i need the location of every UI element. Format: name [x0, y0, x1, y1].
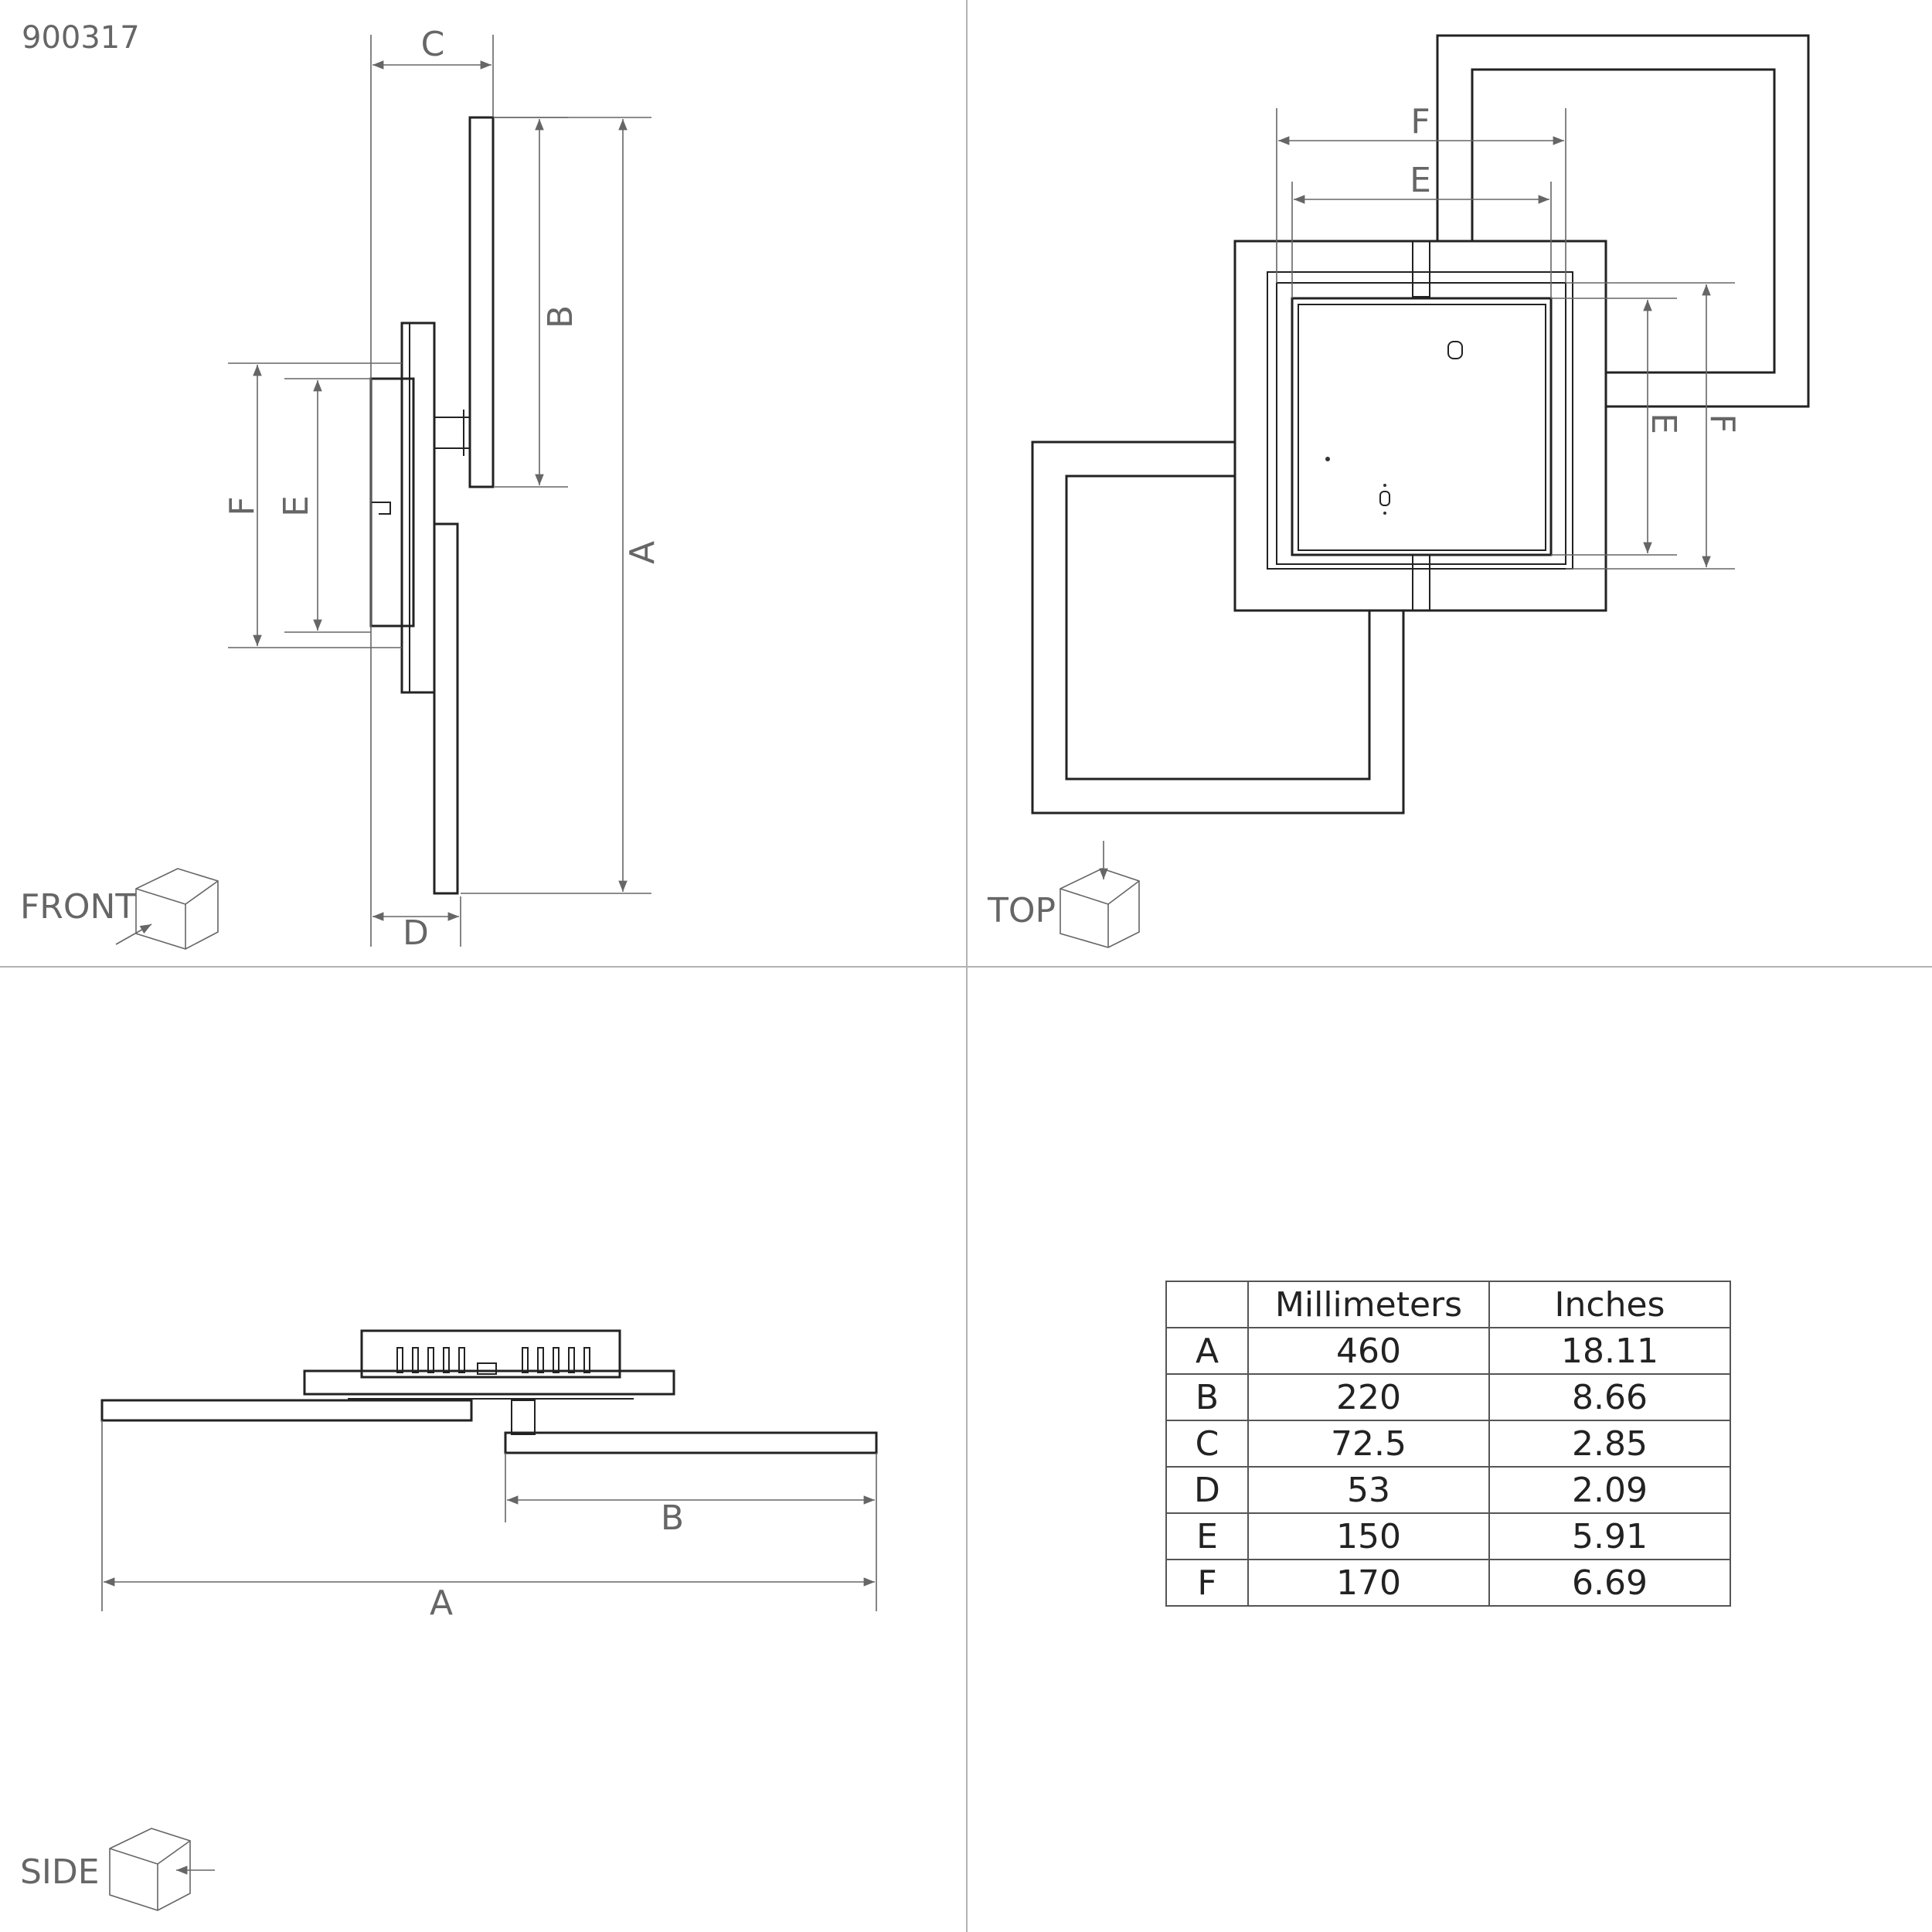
row-in: 2.85: [1488, 1420, 1731, 1468]
row-mm: 170: [1247, 1559, 1490, 1607]
table-row: F 170 6.69: [1165, 1559, 1731, 1607]
dim-label-d: D: [403, 913, 429, 953]
dim-label-b: B: [541, 305, 580, 328]
row-mm: 220: [1247, 1373, 1490, 1421]
top-dim-label-e-vertical: E: [1644, 413, 1683, 434]
row-mm: 460: [1247, 1327, 1490, 1375]
table-header-millimeters: Millimeters: [1247, 1281, 1490, 1328]
row-mm: 72.5: [1247, 1420, 1490, 1468]
front-view: C D B A F E FRONT: [20, 25, 662, 953]
table-header-inches: Inches: [1488, 1281, 1731, 1328]
view-cube-icon: [135, 868, 219, 950]
row-letter: C: [1165, 1420, 1249, 1468]
table-row: E 150 5.91: [1165, 1512, 1731, 1560]
dim-label-c: C: [421, 25, 445, 64]
view-cube-icon: [1060, 868, 1140, 948]
top-dim-label-f-vertical: F: [1702, 413, 1742, 433]
view-arrow-icon: [115, 923, 152, 945]
row-in: 18.11: [1488, 1327, 1731, 1375]
top-dim-label-f: F: [1410, 102, 1430, 141]
table-header-row: Millimeters Inches: [1165, 1281, 1731, 1328]
table-row: D 53 2.09: [1165, 1466, 1731, 1514]
dim-label-a: A: [623, 541, 662, 564]
front-view-label: FRONT: [20, 887, 136, 927]
table-row: B 220 8.66: [1165, 1373, 1731, 1421]
side-dim-label-b: B: [661, 1498, 684, 1538]
dimensions-table: Millimeters Inches A 460 18.11 B 220 8.6…: [1165, 1281, 1731, 1607]
row-in: 8.66: [1488, 1373, 1731, 1421]
dim-label-e: E: [277, 495, 316, 517]
row-letter: F: [1165, 1559, 1249, 1607]
top-view: F E E F TOP: [987, 34, 1810, 948]
row-in: 6.69: [1488, 1559, 1731, 1607]
row-letter: D: [1165, 1466, 1249, 1514]
side-view-label: SIDE: [20, 1852, 100, 1892]
table-row: A 460 18.11: [1165, 1327, 1731, 1375]
row-in: 2.09: [1488, 1466, 1731, 1514]
row-in: 5.91: [1488, 1512, 1731, 1560]
view-cube-icon: [109, 1828, 191, 1911]
top-view-label: TOP: [987, 891, 1056, 930]
top-dim-label-e: E: [1410, 161, 1431, 200]
side-dim-label-a: A: [430, 1583, 453, 1623]
dim-label-f: F: [223, 496, 262, 515]
row-letter: A: [1165, 1327, 1249, 1375]
row-letter: E: [1165, 1512, 1249, 1560]
table-row: C 72.5 2.85: [1165, 1420, 1731, 1468]
row-letter: B: [1165, 1373, 1249, 1421]
row-mm: 150: [1247, 1512, 1490, 1560]
table-header-letter: [1165, 1281, 1249, 1328]
side-view: B A SIDE: [20, 1329, 878, 1911]
row-mm: 53: [1247, 1466, 1490, 1514]
product-code: 900317: [22, 20, 140, 56]
